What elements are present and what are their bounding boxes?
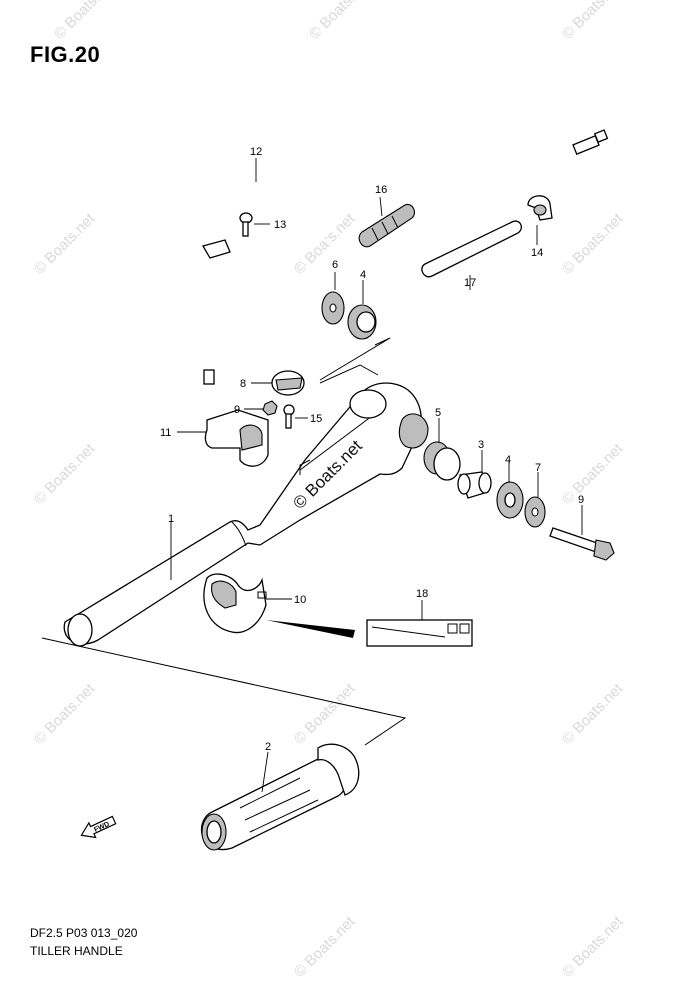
leader-lines bbox=[170, 158, 583, 793]
callout-18: 18 bbox=[416, 588, 428, 600]
collar-3 bbox=[457, 471, 492, 499]
handle-clamp-10 bbox=[203, 573, 267, 634]
watermark: © Boats.net bbox=[559, 210, 627, 278]
nut-9 bbox=[262, 400, 278, 416]
figure-title: FIG.20 bbox=[30, 42, 101, 67]
tiller-handle-1 bbox=[63, 382, 429, 647]
callout-15: 15 bbox=[310, 413, 322, 425]
watermark: © Boats.net bbox=[291, 680, 359, 748]
callout-8: 8 bbox=[240, 378, 246, 390]
callout-6-upper: 6 bbox=[332, 259, 338, 271]
callout-13: 13 bbox=[274, 219, 286, 231]
watermark: © Boats.net bbox=[559, 440, 627, 508]
bolt-7 bbox=[549, 527, 615, 561]
watermark: © Boats.net bbox=[51, 0, 119, 43]
washer-6-upper bbox=[321, 291, 345, 325]
bolt-15 bbox=[283, 404, 295, 429]
watermark: © Boats.net bbox=[306, 0, 374, 43]
figure-name: TILLER HANDLE bbox=[30, 944, 123, 958]
assembly-outline bbox=[41, 337, 407, 746]
watermark: © Boats.net bbox=[291, 913, 359, 981]
screw-13 bbox=[239, 212, 253, 237]
callout-4-upper: 4 bbox=[360, 269, 366, 281]
callout-4-lower: 4 bbox=[505, 454, 511, 466]
watermark: © Boats.net bbox=[31, 210, 99, 278]
callout-7: 9 bbox=[578, 494, 584, 506]
callout-10: 10 bbox=[294, 594, 306, 606]
figure-code: DF2.5 P03 013_020 bbox=[30, 926, 138, 940]
warning-label-18 bbox=[366, 619, 473, 647]
watermark: © Boats.net bbox=[559, 680, 627, 748]
bushing-5 bbox=[423, 441, 461, 481]
throttle-grip-2 bbox=[200, 743, 360, 851]
callout-14: 14 bbox=[531, 247, 543, 259]
fwd-arrow-icon: FWD bbox=[80, 815, 117, 839]
watermark: © Boats.net bbox=[559, 913, 627, 981]
bushing-4-upper bbox=[347, 304, 377, 340]
tube-17 bbox=[421, 220, 522, 278]
bushing-4-lower bbox=[496, 481, 524, 519]
callout-16: 16 bbox=[375, 184, 387, 196]
label-pointer bbox=[266, 620, 355, 638]
fwd-label: FWD bbox=[93, 821, 110, 834]
callout-1: 1 bbox=[168, 513, 174, 525]
callout-labels: 12 13 16 14 17 6 4 8 9 15 11 5 3 4 7 9 1… bbox=[160, 146, 584, 753]
washer-6-lower bbox=[524, 496, 546, 528]
callout-17: 17 bbox=[464, 277, 476, 289]
watermark: © Boats.net bbox=[31, 680, 99, 748]
callout-2: 2 bbox=[265, 741, 271, 753]
watermark: © Boats.net bbox=[559, 0, 627, 43]
callout-6-lower: 7 bbox=[535, 462, 541, 474]
throttle-cable bbox=[202, 129, 609, 385]
grommet-16 bbox=[358, 203, 415, 248]
callout-11: 11 bbox=[160, 427, 171, 439]
callout-3: 3 bbox=[478, 439, 484, 451]
callout-5: 5 bbox=[435, 407, 441, 419]
watermark: © Boats.net bbox=[31, 440, 99, 508]
callout-12: 12 bbox=[250, 146, 262, 158]
watermark: © Boats.net bbox=[291, 210, 359, 278]
clamp-14 bbox=[527, 195, 553, 221]
handle-clamp-11 bbox=[204, 409, 269, 467]
throttle-friction-knob-8 bbox=[271, 370, 305, 396]
callout-9: 9 bbox=[234, 404, 240, 416]
